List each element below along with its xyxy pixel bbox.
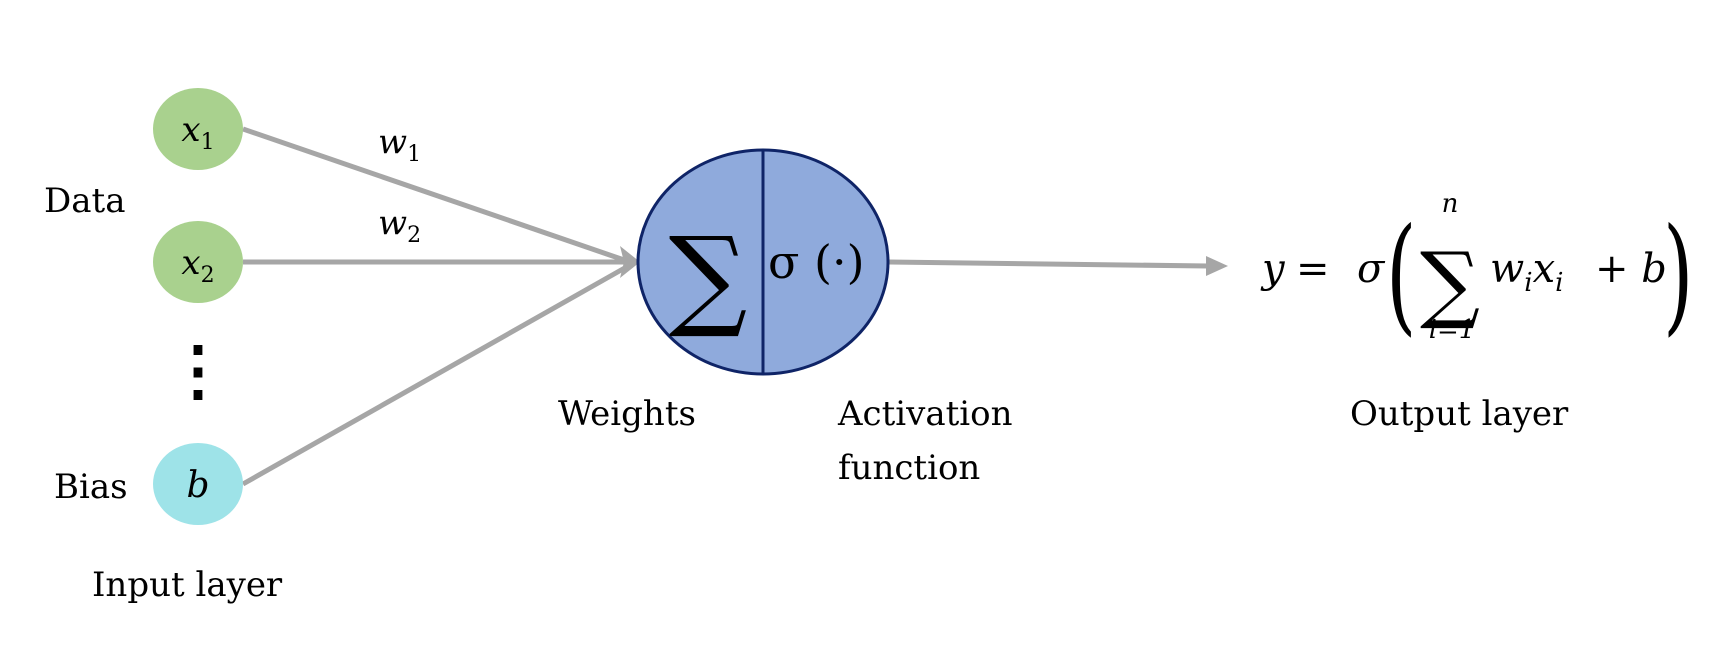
bias-node [153,443,243,525]
bias-label: Bias [54,467,128,507]
neuron-sum-symbol: ∑ [669,213,748,341]
activation-label-line2: function [838,448,980,488]
arrowhead-output [1206,256,1228,276]
input-x1-label: x1 [181,110,214,155]
formula-right-paren: ) [1663,201,1693,348]
connection-x1 [242,126,631,265]
formula-equals: = [1296,246,1330,292]
input-layer-label: Input layer [92,565,283,605]
input-node-x1 [153,88,243,170]
formula-sum-symbol: ∑ [1420,234,1480,332]
formula-wx: wixi [1490,246,1563,298]
weight-w2-label: w2 [378,203,421,248]
formula-left-paren: ( [1386,201,1416,348]
ellipsis-dots: ⋮ [165,331,231,409]
weights-label: Weights [558,394,696,434]
formula-sigma: σ [1357,246,1386,292]
input-x2-label: x2 [181,243,214,288]
weight-w1-label: w1 [378,122,421,167]
activation-label-line1: Activation [837,394,1013,434]
connection-bias [241,262,632,487]
connection-output [887,259,1209,269]
output-formula: y = σ ( ∑ n i=1 wixi + b ) [1260,189,1693,348]
formula-lhs: y [1260,246,1286,292]
formula-sum-upper: n [1442,189,1459,219]
neuron-activation-symbol: σ (·) [768,235,865,289]
output-layer-label: Output layer [1350,394,1569,434]
arrowhead-neuron [620,246,640,278]
formula-plus-b: + b [1595,246,1667,292]
connections [241,126,1209,487]
data-label: Data [44,181,125,221]
bias-node-label: b [186,465,209,506]
formula-sum-lower: i=1 [1429,315,1476,345]
input-node-x2 [153,221,243,303]
